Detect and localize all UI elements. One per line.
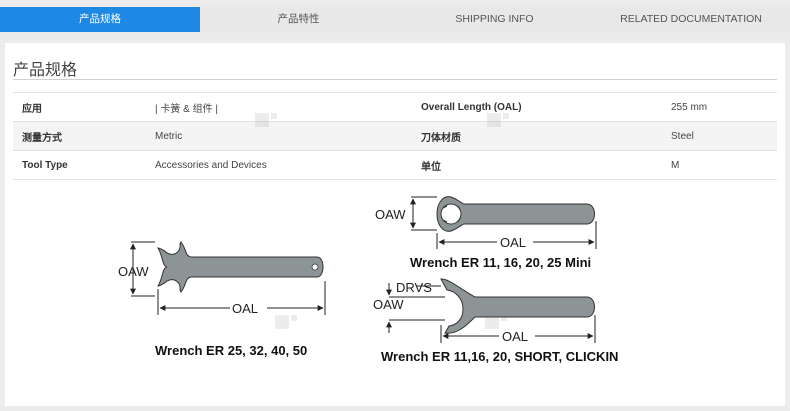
caption-wrench-er-mini: Wrench ER 11, 16, 20, 25 Mini [410,255,591,270]
wrench-er-short-figure: DRVS OAW OAL Wrench ER 11,16, 20, SHORT,… [373,278,618,364]
tab-features[interactable]: 产品特性 [200,7,397,32]
wrench-er-mini-figure: OAW OAL Wrench ER 11, 16, 20, 25 Mini [375,196,597,270]
oaw-label: OAW [118,264,149,279]
tab-bar: 产品规格 产品特性 SHIPPING INFO RELATED DOCUMENT… [0,7,790,32]
tab-related-documentation[interactable]: RELATED DOCUMENTATION [592,7,790,32]
spec-label: 单位 [412,150,662,180]
watermark-logo [255,113,509,329]
spec-value: Accessories and Devices [146,150,412,180]
spec-label: 应用 [13,92,146,122]
spec-value: | 卡簧 & 组件 | [146,92,412,122]
spec-label: Overall Length (OAL) [412,92,662,122]
spec-label: Tool Type [13,150,146,180]
tab-shipping-info[interactable]: SHIPPING INFO [397,7,592,32]
title-divider [13,79,777,80]
drvs-label: DRVS [396,280,432,295]
table-row: Tool Type Accessories and Devices 单位 M [13,150,777,180]
spec-value: 255 mm [662,92,777,122]
tab-specifications[interactable]: 产品规格 [0,7,200,32]
wrench-er-large-figure: OAW OAL Wrench ER 25, 32, 40, 50 [118,241,326,358]
spec-value: M [662,150,777,180]
table-row: 应用 | 卡簧 & 组件 | Overall Length (OAL) 255 … [13,92,777,122]
oal-label: OAL [502,329,528,344]
spec-value: Metric [146,121,412,151]
table-row: 测量方式 Metric 刀体材质 Steel [13,121,777,151]
oal-label: OAL [500,235,526,250]
spec-label: 刀体材质 [412,121,662,151]
section-title: 产品规格 [13,62,78,79]
oaw-label: OAW [373,297,404,312]
oaw-label: OAW [375,207,406,222]
wrench-dimension-drawing: OAW OAL Wrench ER 25, 32, 40, 50 OAW OAL… [118,113,618,364]
caption-wrench-er-25: Wrench ER 25, 32, 40, 50 [155,343,307,358]
specifications-panel: 产品规格 应用 | 卡簧 & 组件 | Overall Length (OAL)… [5,43,785,406]
specs-table: 应用 | 卡簧 & 组件 | Overall Length (OAL) 255 … [13,92,777,180]
caption-wrench-er-short: Wrench ER 11,16, 20, SHORT, CLICKIN [381,349,618,364]
oal-label: OAL [232,301,258,316]
spec-value: Steel [662,121,777,151]
